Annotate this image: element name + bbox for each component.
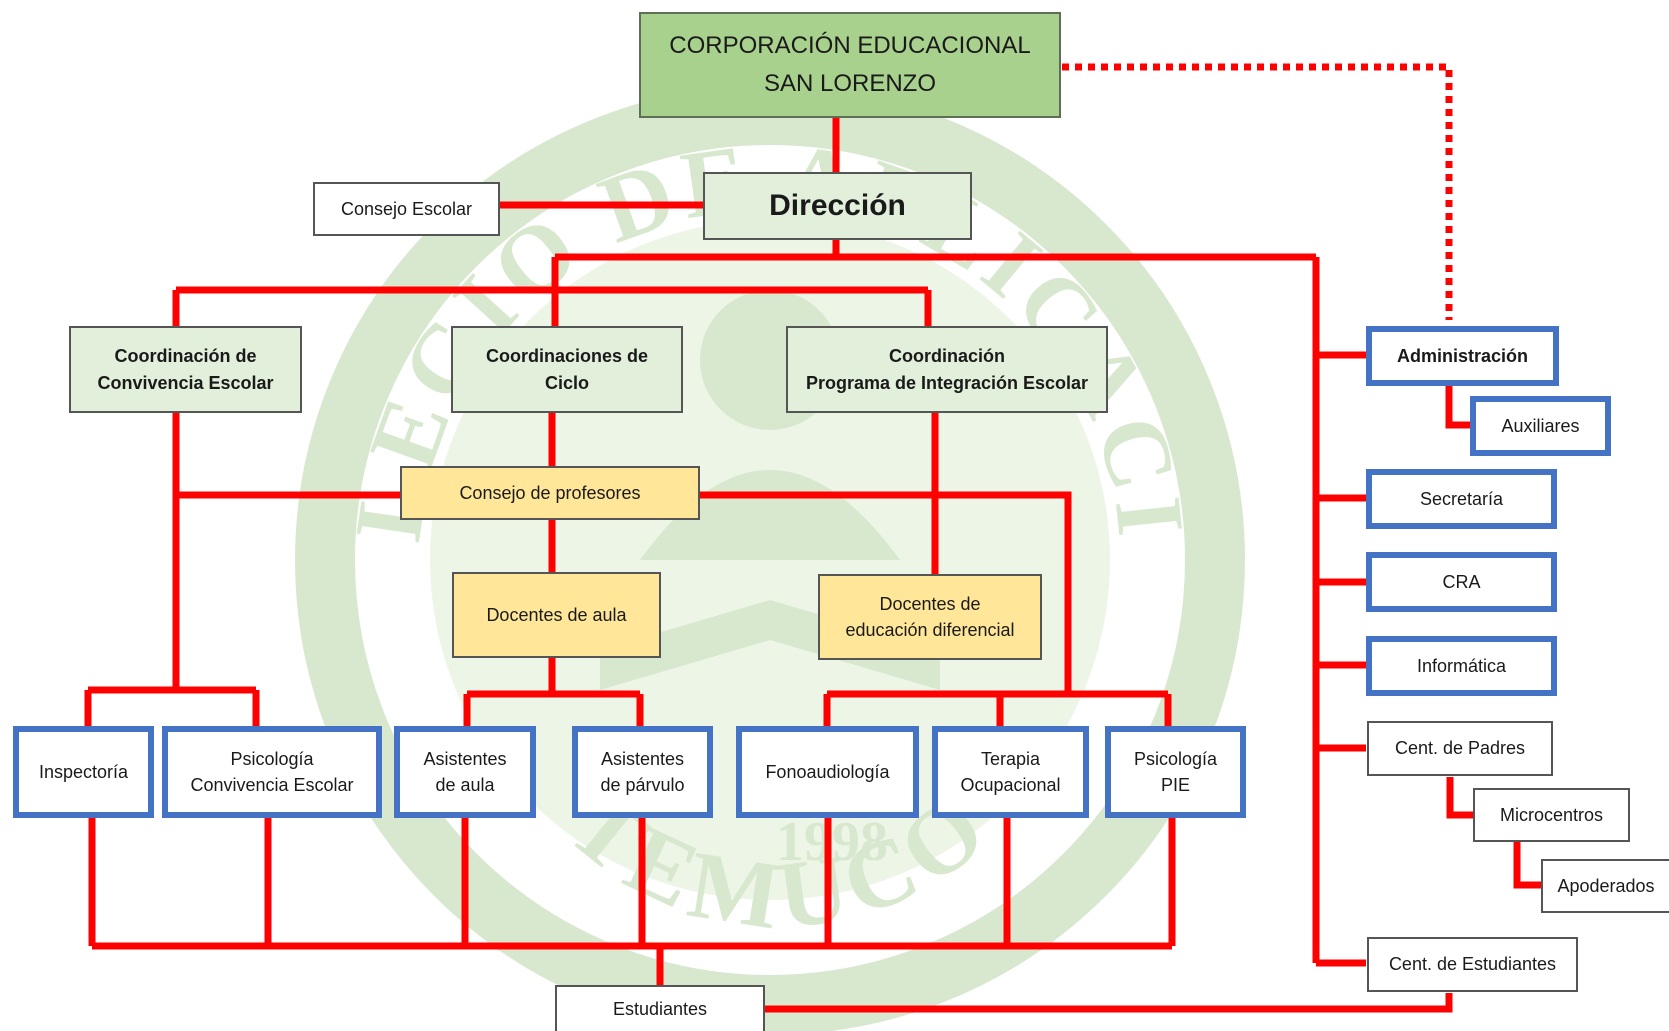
line-consejo-profesores-right [698, 491, 1072, 694]
node-administracion: Administración [1366, 326, 1559, 386]
node-consejo-escolar: Consejo Escolar [313, 182, 500, 236]
node-microcentros-label: Microcentros [1499, 804, 1604, 825]
node-direccion-label: Dirección [769, 189, 906, 223]
node-direccion: Dirección [703, 172, 972, 240]
node-inspectoria-label: Inspectoría [38, 761, 129, 782]
dotted-line-root-administracion [1062, 63, 1453, 320]
node-terapia-ocupacional-line-2: Ocupacional [960, 775, 1061, 795]
line-to-microcentros [1446, 777, 1475, 819]
node-coord-convivencia-line-2: Convivencia Escolar [97, 372, 274, 393]
node-corporacion-line-1: CORPORACIÓN EDUCACIONAL [669, 31, 1031, 59]
node-administracion-label: Administración [1396, 345, 1529, 366]
node-cra: CRA [1366, 552, 1557, 612]
node-informatica-label: Informática [1416, 655, 1507, 676]
node-asistentes-aula-line-1: Asistentes [423, 748, 507, 769]
node-docentes-diferencial-line-1: Docentes de [879, 593, 981, 614]
node-cent-estudiantes-label: Cent. de Estudiantes [1388, 954, 1557, 975]
seal-year: 1998 [776, 811, 888, 873]
node-coord-pie-line-2: Programa de Integración Escolar [805, 372, 1089, 393]
node-coord-convivencia-line-1: Coordinación de [114, 346, 257, 367]
line-to-apoderados [1513, 841, 1542, 889]
node-estudiantes: Estudiantes [555, 985, 765, 1031]
line-to-auxiliares [1445, 385, 1472, 429]
node-coord-convivencia: Coordinación de Convivencia Escolar [69, 326, 302, 413]
node-psicologia-convivencia-line-2: Convivencia Escolar [190, 775, 354, 795]
node-psicologia-pie-line-1: Psicología [1133, 748, 1218, 769]
node-psicologia-pie-line-2: PIE [1160, 775, 1190, 795]
node-coord-ciclo-line-2: Ciclo [544, 372, 589, 393]
node-auxiliares-label: Auxiliares [1501, 415, 1580, 436]
node-asistentes-aula-line-2: de aula [435, 775, 495, 795]
node-coord-ciclo-line-1: Coordinaciones de [485, 346, 649, 367]
node-corporacion-line-2: SAN LORENZO [763, 70, 936, 97]
node-asistentes-parvulo: Asistentes de párvulo [572, 726, 713, 818]
node-apoderados: Apoderados [1541, 859, 1669, 913]
node-secretaria-label: Secretaría [1419, 488, 1504, 509]
node-psicologia-convivencia-line-1: Psicología [230, 748, 314, 769]
node-asistentes-aula: Asistentes de aula [394, 726, 536, 818]
node-cent-estudiantes: Cent. de Estudiantes [1367, 937, 1578, 992]
node-apoderados-label: Apoderados [1557, 875, 1655, 896]
node-asistentes-parvulo-line-1: Asistentes [600, 748, 685, 769]
node-estudiantes-label: Estudiantes [612, 998, 708, 1019]
node-consejo-escolar-label: Consejo Escolar [340, 198, 473, 219]
node-coord-ciclo: Coordinaciones de Ciclo [451, 326, 683, 413]
node-asistentes-parvulo-line-2: de párvulo [600, 775, 685, 795]
node-consejo-profesores-label: Consejo de profesores [459, 482, 641, 503]
node-cent-padres-label: Cent. de Padres [1394, 738, 1526, 759]
node-cra-label: CRA [1442, 571, 1481, 592]
node-coord-pie-line-1: Coordinación [889, 346, 1005, 367]
node-consejo-profesores: Consejo de profesores [400, 466, 700, 520]
node-corporacion: CORPORACIÓN EDUCACIONAL SAN LORENZO [639, 12, 1061, 118]
node-inspectoria: Inspectoría [13, 726, 154, 818]
node-fonoaudiologia-label: Fonoaudiología [765, 761, 890, 782]
node-informatica: Informática [1366, 636, 1557, 696]
node-fonoaudiologia: Fonoaudiología [736, 726, 919, 818]
node-secretaria: Secretaría [1366, 469, 1557, 529]
node-cent-padres: Cent. de Padres [1367, 721, 1553, 776]
node-docentes-aula: Docentes de aula [452, 572, 661, 658]
line-cent-estudiantes-to-estudiantes [765, 993, 1453, 1013]
node-auxiliares: Auxiliares [1470, 396, 1611, 456]
node-terapia-ocupacional-line-1: Terapia [980, 748, 1041, 769]
node-docentes-aula-label: Docentes de aula [486, 604, 627, 625]
node-docentes-diferencial: Docentes de educación diferencial [818, 574, 1042, 660]
node-microcentros: Microcentros [1473, 788, 1630, 842]
node-docentes-diferencial-line-2: educación diferencial [845, 620, 1015, 640]
